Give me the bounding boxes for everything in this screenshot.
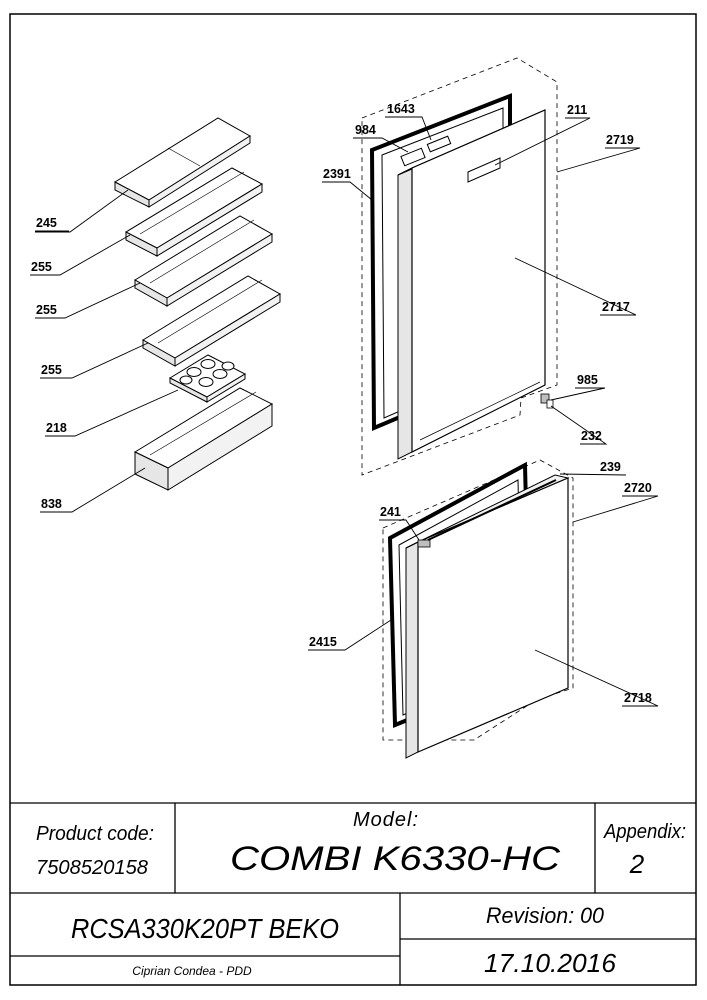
part-984 <box>400 147 426 167</box>
revision-date: 17.10.2016 <box>484 948 617 978</box>
part-255-shelf-1 <box>124 167 264 257</box>
callout-2717: 2717 <box>602 300 630 314</box>
callout-245: 245 <box>36 216 57 230</box>
leader-lines <box>30 116 659 707</box>
callout-255-3: 255 <box>41 363 62 377</box>
part-2717-door-side <box>397 167 413 460</box>
part-2718-door-side <box>405 541 419 759</box>
callout-255-2: 255 <box>36 303 57 317</box>
lower-door-assembly <box>382 459 574 759</box>
callout-2720: 2720 <box>624 481 652 495</box>
title-block <box>10 802 696 985</box>
callout-984: 984 <box>355 123 376 137</box>
callout-2415: 2415 <box>309 635 337 649</box>
part-255-shelf-2 <box>134 215 273 307</box>
part-255-shelf-3 <box>142 275 281 367</box>
callout-218: 218 <box>46 421 67 435</box>
product-code: 7508520158 <box>36 857 148 879</box>
part-241 <box>417 539 431 548</box>
callout-239: 239 <box>600 460 621 474</box>
callout-241: 241 <box>380 505 401 519</box>
callout-1643: 1643 <box>387 102 415 116</box>
appendix-label: Appendix: <box>603 821 686 843</box>
callout-211: 211 <box>567 103 587 117</box>
part-838-bottle-shelf <box>133 387 274 491</box>
part-232 <box>546 399 554 409</box>
callout-2391: 2391 <box>323 167 351 181</box>
model-label: Model: <box>353 809 419 831</box>
part-2717-door <box>411 109 546 453</box>
part-2718-door <box>417 477 569 753</box>
part-985 <box>540 393 550 404</box>
part-239 <box>427 479 557 541</box>
callout-255-1: 255 <box>31 260 52 274</box>
product-code-label: Product code: <box>36 823 154 845</box>
envelope-2719 <box>361 57 558 476</box>
callout-838: 838 <box>41 497 62 511</box>
callout-985: 985 <box>577 373 598 387</box>
model-name: COMBI K6330-HC <box>230 840 561 878</box>
envelope-2720 <box>382 459 574 741</box>
author-name: Ciprian Condea - PDD <box>132 964 252 978</box>
callout-2718: 2718 <box>624 691 652 705</box>
appendix-number: 2 <box>629 849 645 879</box>
callout-2719: 2719 <box>606 133 634 147</box>
part-211-handle <box>467 157 501 183</box>
product-name: RCSA330K20PT BEKO <box>71 913 339 944</box>
part-245-cover <box>113 117 251 208</box>
part-1643 <box>426 135 452 153</box>
revision-label: Revision: 00 <box>486 903 605 928</box>
callout-232: 232 <box>581 429 602 443</box>
upper-door-assembly <box>361 57 558 476</box>
part-218-egg-tray <box>168 354 247 403</box>
drawing-frame <box>9 13 697 986</box>
callouts: 245 255 255 255 218 838 1643 984 211 271… <box>30 102 652 705</box>
